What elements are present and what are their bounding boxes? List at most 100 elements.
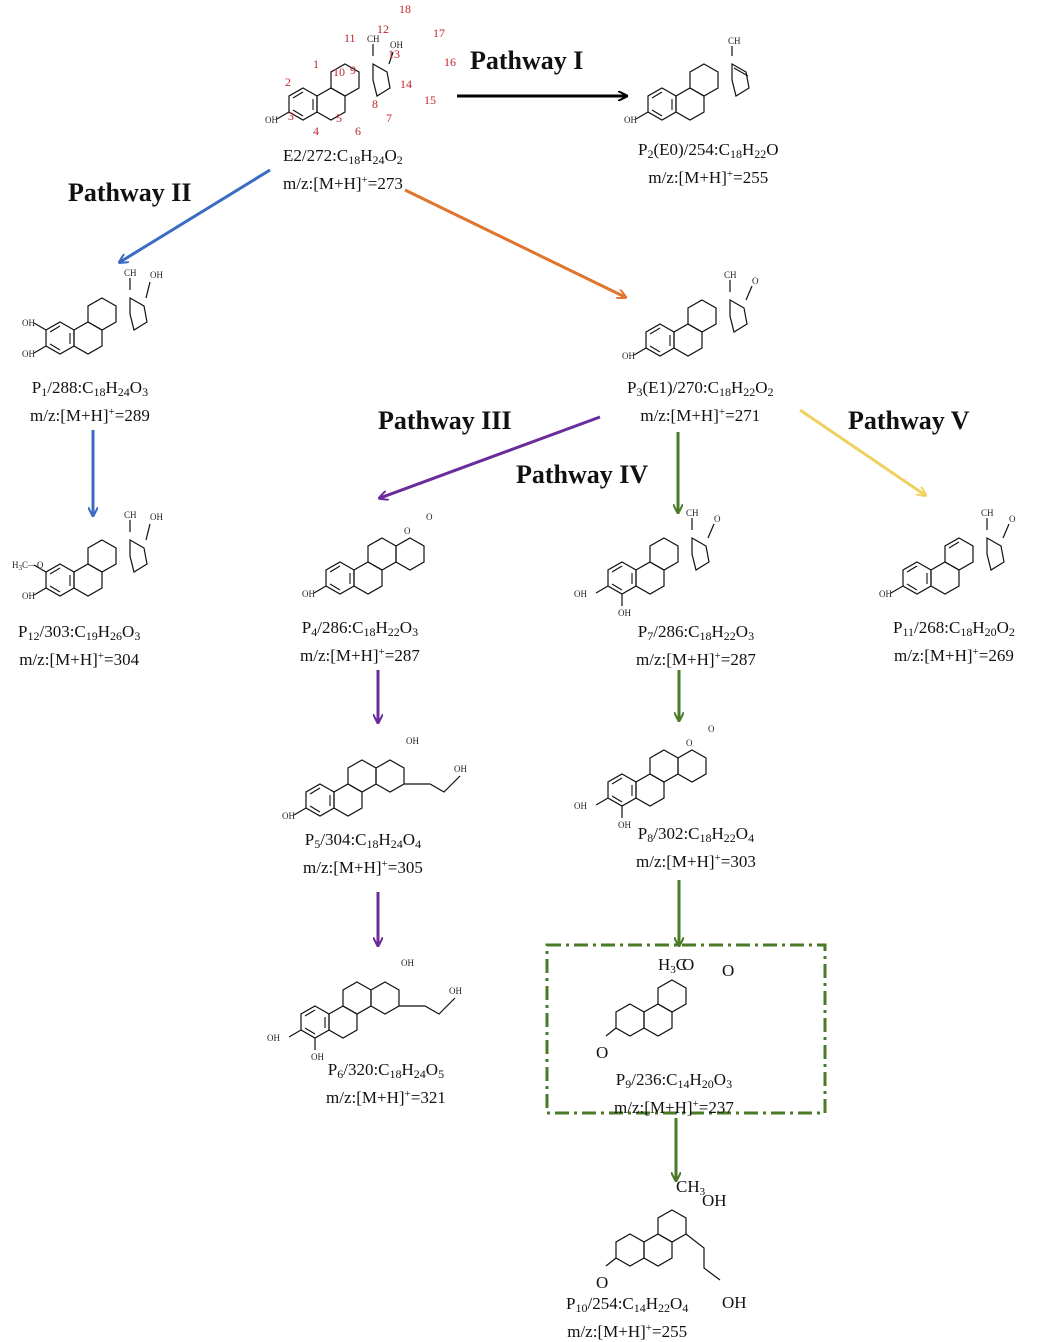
- svg-text:O: O: [714, 514, 721, 524]
- svg-text:OH: OH: [22, 591, 35, 601]
- svg-text:OH: OH: [702, 1191, 727, 1210]
- compound-p12-label: P12/303:C19H26O3 m/z:[M+H]+=304: [18, 622, 141, 669]
- structure-p5: OH OH OH: [282, 736, 467, 821]
- arrow-pathway-ii: [120, 168, 271, 262]
- svg-text:OH: OH: [267, 1033, 280, 1043]
- svg-text:O: O: [686, 738, 693, 748]
- arrow-pathway-v: [799, 408, 925, 495]
- pathway-v-label: Pathway V: [848, 406, 970, 435]
- svg-text:17: 17: [433, 26, 445, 40]
- svg-text:6: 6: [355, 124, 361, 138]
- structure-p4: OH O O: [302, 512, 433, 599]
- svg-text:OH: OH: [150, 512, 163, 522]
- svg-text:CH: CH: [686, 508, 699, 518]
- svg-text:O: O: [708, 724, 715, 734]
- svg-text:OH: OH: [22, 318, 35, 328]
- svg-text:H3C: H3C: [658, 955, 687, 976]
- svg-text:OH: OH: [624, 115, 637, 125]
- svg-text:H3C—O: H3C—O: [12, 560, 44, 572]
- svg-text:3: 3: [288, 109, 294, 123]
- svg-text:OH: OH: [574, 801, 587, 811]
- compound-p7-label: P7/286:C18H22O3 m/z:[M+H]+=287: [636, 622, 756, 669]
- svg-text:12: 12: [377, 22, 389, 36]
- svg-text:5: 5: [336, 111, 342, 125]
- structure-e2: OH CH OH: [265, 34, 403, 125]
- svg-text:1: 1: [313, 57, 319, 71]
- svg-text:OH: OH: [406, 736, 419, 746]
- pathway-iii-label: Pathway III: [378, 406, 512, 435]
- atom-oh: OH: [265, 115, 278, 125]
- compound-p8-label: P8/302:C18H22O4 m/z:[M+H]+=303: [636, 824, 756, 871]
- svg-text:10: 10: [333, 65, 345, 79]
- highlight-box-p9: [545, 943, 827, 1115]
- structure-p10: O CH3 OH OH: [596, 1177, 747, 1312]
- svg-text:OH: OH: [454, 764, 467, 774]
- compound-p4-label: P4/286:C18H22O3 m/z:[M+H]+=287: [300, 618, 420, 665]
- arrow-pathway-iii: [380, 415, 601, 498]
- svg-text:15: 15: [424, 93, 436, 107]
- compound-p1-label: P1/288:C18H24O3 m/z:[M+H]+=289: [30, 378, 150, 425]
- compound-p10-label: P10/254:C14H22O4 m/z:[M+H]+=255: [566, 1294, 689, 1341]
- svg-text:OH: OH: [722, 1293, 747, 1312]
- compound-p3-label: P3(E1)/270:C18H22O2 m/z:[M+H]+=271: [627, 378, 774, 425]
- compound-e2-label: E2/272:C18H24O2 m/z:[M+H]+=273: [283, 146, 403, 193]
- structure-p1: OH OH CH OH: [22, 268, 163, 359]
- svg-text:OH: OH: [618, 608, 631, 618]
- structure-p9: O H3C O O: [596, 955, 734, 1062]
- svg-text:16: 16: [444, 55, 456, 69]
- arrow-e2-to-p3: [404, 188, 625, 297]
- svg-text:4: 4: [313, 124, 319, 138]
- svg-text:OH: OH: [302, 589, 315, 599]
- structure-p7: OH OH CH O: [574, 508, 721, 618]
- svg-text:8: 8: [372, 97, 378, 111]
- structure-p3: OH CH O: [622, 270, 759, 361]
- svg-text:CH3: CH3: [676, 1177, 706, 1198]
- svg-text:OH: OH: [449, 986, 462, 996]
- svg-text:OH: OH: [618, 820, 631, 830]
- svg-text:O: O: [682, 955, 694, 974]
- svg-text:7: 7: [386, 111, 392, 125]
- compound-p11-label: P11/268:C18H20O2 m/z:[M+H]+=269: [893, 618, 1015, 665]
- svg-text:OH: OH: [150, 270, 163, 280]
- compound-p5-label: P5/304:C18H24O4 m/z:[M+H]+=305: [303, 830, 423, 877]
- svg-text:OH: OH: [390, 40, 403, 50]
- compound-p2-label: P2(E0)/254:C18H22O m/z:[M+H]+=255: [638, 140, 779, 187]
- svg-text:O: O: [1009, 514, 1016, 524]
- svg-text:CH: CH: [724, 270, 737, 280]
- svg-text:OH: OH: [282, 811, 295, 821]
- svg-text:11: 11: [344, 31, 356, 45]
- svg-text:CH: CH: [367, 34, 380, 44]
- svg-text:O: O: [426, 512, 433, 522]
- structure-p6: OH OH OH OH: [267, 958, 462, 1062]
- svg-text:CH: CH: [728, 36, 741, 46]
- compound-p9-label: P9/236:C14H20O3 m/z:[M+H]+=237: [614, 1070, 734, 1117]
- svg-text:O: O: [596, 1043, 608, 1062]
- svg-text:O: O: [596, 1273, 608, 1292]
- svg-text:O: O: [404, 526, 411, 536]
- svg-text:OH: OH: [622, 351, 635, 361]
- svg-text:14: 14: [400, 77, 412, 91]
- svg-text:CH: CH: [124, 268, 137, 278]
- pathway-ii-label: Pathway II: [68, 178, 192, 207]
- structure-p8: OH OH O O: [574, 724, 715, 830]
- compound-p6-label: P6/320:C18H24O5 m/z:[M+H]+=321: [326, 1060, 446, 1107]
- svg-text:OH: OH: [879, 589, 892, 599]
- pathway-i-label: Pathway I: [470, 46, 584, 75]
- svg-text:13: 13: [388, 47, 400, 61]
- svg-text:OH: OH: [22, 349, 35, 359]
- svg-text:18: 18: [399, 2, 411, 16]
- svg-text:CH: CH: [981, 508, 994, 518]
- svg-text:OH: OH: [574, 589, 587, 599]
- svg-text:O: O: [752, 276, 759, 286]
- svg-text:OH: OH: [311, 1052, 324, 1062]
- pathway-iv-label: Pathway IV: [516, 460, 649, 489]
- svg-text:OH: OH: [401, 958, 414, 968]
- svg-text:O: O: [722, 961, 734, 980]
- structure-p2: OH CH: [624, 36, 749, 125]
- structure-p11: OH CH O: [879, 508, 1016, 599]
- svg-text:CH: CH: [124, 510, 137, 520]
- svg-text:2: 2: [285, 75, 291, 89]
- svg-text:9: 9: [350, 63, 356, 77]
